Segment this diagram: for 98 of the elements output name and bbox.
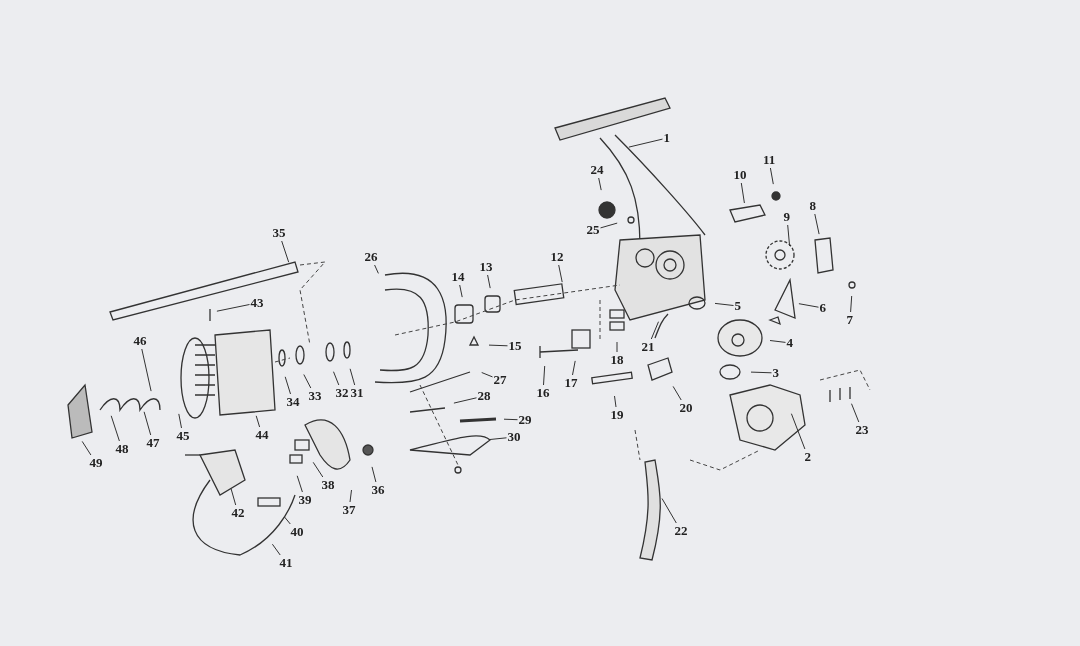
callout-number: 37 <box>342 503 356 517</box>
leader-line <box>281 240 290 263</box>
leader-line <box>284 516 291 525</box>
leader-line <box>503 418 518 421</box>
callout-number: 27 <box>493 373 507 387</box>
leader-line <box>798 303 819 308</box>
leader-line <box>374 264 379 274</box>
leader-line <box>459 284 463 298</box>
callout-number: 25 <box>586 223 600 237</box>
leader-line <box>230 488 237 506</box>
callout-number: 47 <box>146 436 160 450</box>
leader-line <box>600 222 618 229</box>
leader-line <box>850 295 853 313</box>
leader-line <box>614 395 617 408</box>
callout-number: 48 <box>115 442 129 456</box>
callout-number: 21 <box>641 340 655 354</box>
leader-line <box>488 344 508 347</box>
callout-number: 6 <box>819 301 826 315</box>
leader-line <box>303 374 312 389</box>
callout-number: 16 <box>536 386 550 400</box>
leader-line <box>628 138 663 148</box>
callout-number: 23 <box>855 423 869 437</box>
callout-number: 9 <box>783 210 790 224</box>
leader-line <box>371 466 377 483</box>
callout-number: 33 <box>308 389 322 403</box>
leader-line <box>481 372 493 378</box>
callout-number: 34 <box>286 395 300 409</box>
leader-line <box>787 224 791 247</box>
leader-line <box>769 167 774 185</box>
leader-line <box>453 397 477 404</box>
callout-number: 26 <box>364 250 378 264</box>
callout-number: 41 <box>279 556 293 570</box>
leader-line <box>110 415 120 442</box>
callout-number: 2 <box>804 450 811 464</box>
leader-line <box>769 340 786 343</box>
leader-line <box>672 385 682 401</box>
callout-number: 13 <box>479 260 493 274</box>
callout-number: 5 <box>734 299 741 313</box>
callout-number: 17 <box>564 376 578 390</box>
leader-line <box>81 440 92 456</box>
leader-line <box>616 341 618 353</box>
leader-line <box>790 413 806 450</box>
leader-line <box>488 437 507 441</box>
callout-number: 46 <box>133 334 147 348</box>
callout-number: 22 <box>674 524 688 538</box>
leader-line <box>296 475 303 493</box>
callout-number: 45 <box>176 429 190 443</box>
leader-line <box>661 498 677 524</box>
callout-number: 4 <box>786 336 793 350</box>
callout-number: 8 <box>809 199 816 213</box>
leader-line <box>558 264 563 283</box>
leader-line <box>740 182 745 204</box>
callout-number: 14 <box>451 270 465 284</box>
leader-line <box>255 415 261 428</box>
leader-line <box>572 360 576 376</box>
callout-number: 40 <box>290 525 304 539</box>
callout-number: 32 <box>335 386 349 400</box>
callout-number: 35 <box>272 226 286 240</box>
callout-number: 31 <box>350 386 364 400</box>
callout-number: 30 <box>507 430 521 444</box>
leader-line <box>141 348 152 392</box>
callout-number: 42 <box>231 506 245 520</box>
leader-line <box>543 365 546 386</box>
leader-line <box>851 403 860 423</box>
callout-number: 43 <box>250 296 264 310</box>
callout-number: 24 <box>590 163 604 177</box>
leader-line <box>814 213 820 235</box>
callout-number: 1 <box>663 131 670 145</box>
leader-line <box>271 543 281 556</box>
leader-line <box>487 274 491 289</box>
callout-number: 3 <box>772 366 779 380</box>
callout-number: 38 <box>321 478 335 492</box>
leader-line <box>284 376 291 395</box>
leader-line <box>216 304 250 312</box>
callout-number: 28 <box>477 389 491 403</box>
leader-line <box>178 413 182 429</box>
callout-number: 29 <box>518 413 532 427</box>
callout-number: 19 <box>610 408 624 422</box>
leader-line <box>714 302 734 306</box>
callout-number: 44 <box>255 428 269 442</box>
leader-line <box>750 371 772 374</box>
leader-line <box>333 371 340 386</box>
leader-line <box>650 321 659 340</box>
callout-number: 18 <box>610 353 624 367</box>
callout-number: 39 <box>298 493 312 507</box>
callout-number: 36 <box>371 483 385 497</box>
callout-number: 12 <box>550 250 564 264</box>
leader-line <box>143 411 152 436</box>
callout-number: 49 <box>89 456 103 470</box>
callout-number: 20 <box>679 401 693 415</box>
leader-line <box>349 489 352 503</box>
callout-number: 11 <box>763 153 776 167</box>
leader-line <box>312 461 324 478</box>
callout-number: 15 <box>508 339 522 353</box>
leader-line <box>349 368 356 386</box>
callout-number: 7 <box>846 313 853 327</box>
leader-line <box>598 177 602 191</box>
callout-number: 10 <box>733 168 747 182</box>
